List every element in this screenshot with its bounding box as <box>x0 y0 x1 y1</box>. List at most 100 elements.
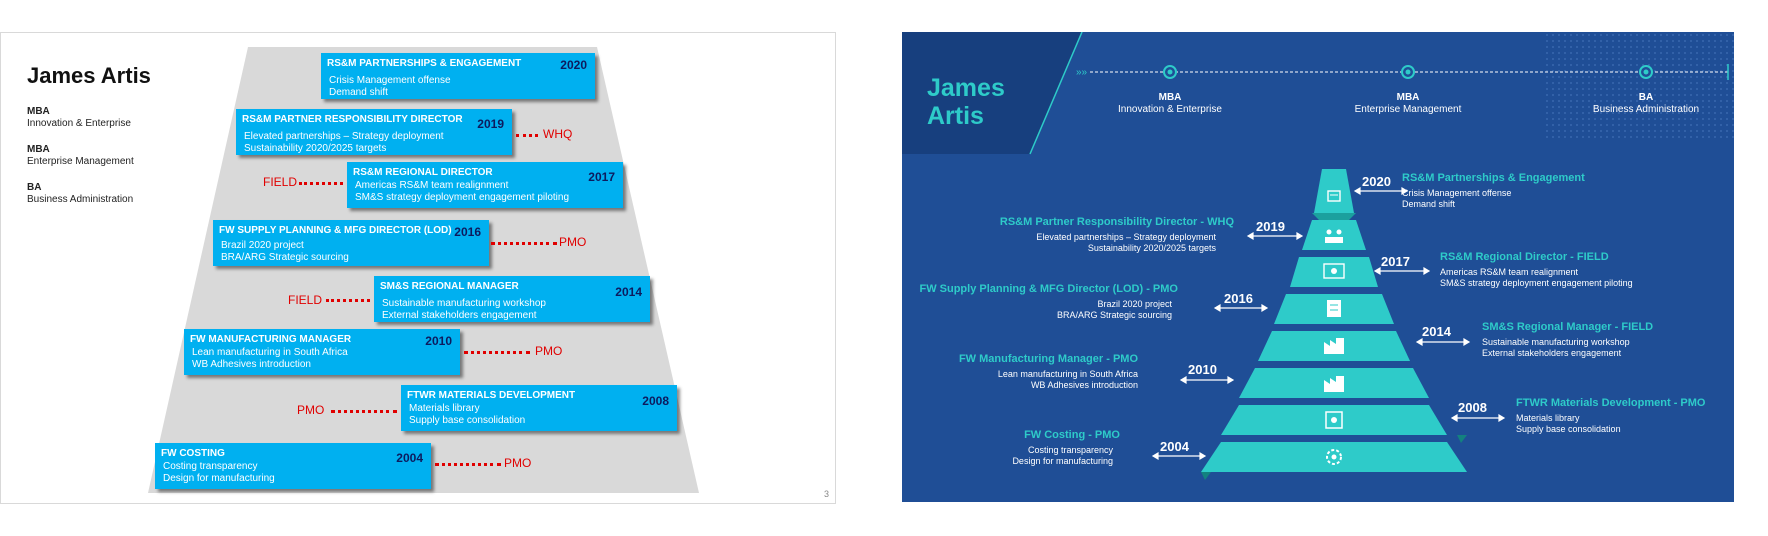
timeline-node <box>1639 65 1653 79</box>
location-tag: WHQ <box>543 127 573 141</box>
dotted-connector <box>491 242 557 245</box>
role-title: FW SUPPLY PLANNING & MFG DIRECTOR (LOD) <box>219 225 452 236</box>
detail-line: SM&S strategy deployment engagement pilo… <box>355 192 570 203</box>
role-box-2004: FW COSTING 2004 Costing transparency Des… <box>155 443 431 489</box>
detail-line: Sustainable manufacturing workshop <box>382 298 546 309</box>
role-year: 2020 <box>560 58 587 72</box>
role-details: Lean manufacturing in South Africa WB Ad… <box>192 347 348 371</box>
detail-line: Design for manufacturing <box>1012 456 1113 466</box>
dotted-connector <box>435 463 501 466</box>
role-title: SM&S Regional Manager - FIELD <box>1482 321 1654 333</box>
role-title: FTWR Materials Development - PMO <box>1516 397 1706 409</box>
role-title: FW MANUFACTURING MANAGER <box>190 334 352 345</box>
detail-line: WB Adhesives introduction <box>1030 380 1138 390</box>
role-details: Brazil 2020 project BRA/ARG Strategic so… <box>221 240 349 264</box>
detail-line: External stakeholders engagement <box>382 310 537 321</box>
detail-line: Brazil 2020 project <box>1097 299 1172 309</box>
role-title: FW Costing - PMO <box>1024 429 1120 441</box>
degree-title: BA <box>27 182 42 193</box>
dotted-connector <box>464 351 530 354</box>
role-title: FTWR MATERIALS DEVELOPMENT <box>407 390 576 401</box>
factory-icon <box>1324 338 1344 354</box>
person-name: James Artis <box>927 74 1005 130</box>
role-details: Crisis Management offense Demand shift <box>329 75 451 99</box>
degree-title: MBA <box>1396 92 1420 103</box>
left-slide: James Artis MBA Innovation & Enterprise … <box>0 32 836 504</box>
location-tag: PMO <box>297 403 325 417</box>
role-details: Americas RS&M team realignment SM&S stra… <box>355 180 569 204</box>
degree-1: MBA Innovation & Enterprise <box>27 106 131 130</box>
team-icon <box>1323 263 1345 279</box>
grey-trapezoid-background <box>148 47 699 493</box>
location-tag: FIELD <box>263 175 298 189</box>
detail-line: BRA/ARG Strategic sourcing <box>221 252 349 263</box>
role-box-2019: RS&M PARTNER RESPONSIBILITY DIRECTOR 201… <box>236 109 512 155</box>
degree-title: BA <box>1638 92 1654 103</box>
degree-title: MBA <box>27 144 50 155</box>
timeline-node <box>1401 65 1415 79</box>
factory-icon <box>1324 376 1344 392</box>
detail-line: Sustainable manufacturing workshop <box>1482 337 1630 347</box>
role-box-2008: FTWR MATERIALS DEVELOPMENT 2008 Material… <box>401 385 677 431</box>
right-slide: »» <box>902 32 1734 502</box>
detail-line: Elevated partnerships – Strategy deploym… <box>1036 232 1216 242</box>
role-box-2014: SM&S REGIONAL MANAGER 2014 Sustainable m… <box>374 276 650 322</box>
detail-line: BRA/ARG Strategic sourcing <box>1056 310 1172 320</box>
role-details: Lean manufacturing in South Africa WB Ad… <box>998 369 1138 391</box>
detail-line: Supply base consolidation <box>409 415 526 426</box>
detail-line: Costing transparency <box>1027 445 1113 455</box>
detail-line: SM&S strategy deployment engagement pilo… <box>1440 278 1633 288</box>
role-details: Sustainable manufacturing workshop Exter… <box>1482 337 1630 359</box>
slide-graphics: »» <box>902 32 1734 480</box>
role-year: 2014 <box>1422 324 1451 339</box>
role-year: 2010 <box>1188 362 1217 377</box>
detail-line: Materials library <box>1516 413 1580 423</box>
person-name: James Artis <box>27 63 151 88</box>
degree-3: BA Business Administration <box>27 182 133 206</box>
role-year: 2017 <box>588 170 615 184</box>
detail-line: Costing transparency <box>163 461 258 472</box>
dotted-connector <box>299 182 343 185</box>
role-title: RS&M Regional Director - FIELD <box>1440 251 1609 263</box>
degree-detail: Innovation & Enterprise <box>27 118 131 129</box>
role-year: 2008 <box>1458 400 1487 415</box>
timeline-node <box>1163 65 1177 79</box>
role-details: Crisis Management offense Demand shift <box>1402 188 1511 210</box>
dotted-connector <box>331 410 397 413</box>
role-year: 2016 <box>1224 291 1253 306</box>
role-details: Elevated partnerships – Strategy deploym… <box>1036 232 1216 254</box>
detail-line: Supply base consolidation <box>1516 424 1621 434</box>
role-title: RS&M PARTNERSHIPS & ENGAGEMENT <box>327 58 522 69</box>
role-year: 2016 <box>454 225 481 239</box>
people-icon <box>1325 229 1343 243</box>
location-tag: PMO <box>535 344 563 358</box>
detail-line: Sustainability 2020/2025 targets <box>1087 243 1216 253</box>
detail-line: Brazil 2020 project <box>221 240 304 251</box>
detail-line: Elevated partnerships – Strategy deploym… <box>244 131 444 142</box>
role-title: RS&M Partner Responsibility Director - W… <box>999 216 1234 228</box>
handshake-icon <box>1327 190 1341 202</box>
role-year: 2019 <box>477 117 504 131</box>
detail-line: Lean manufacturing in South Africa <box>192 347 348 358</box>
role-details: Americas RS&M team realignment SM&S stra… <box>1440 267 1633 289</box>
detail-line: Demand shift <box>329 87 388 98</box>
role-box-2016: FW SUPPLY PLANNING & MFG DIRECTOR (LOD) … <box>213 220 489 266</box>
role-details: Costing transparency Design for manufact… <box>1012 445 1113 467</box>
role-title: RS&M PARTNER RESPONSIBILITY DIRECTOR <box>242 114 463 125</box>
detail-line: Materials library <box>409 403 480 414</box>
detail-line: Crisis Management offense <box>1402 188 1512 198</box>
role-details: Elevated partnerships – Strategy deploym… <box>244 131 444 155</box>
detail-line: Demand shift <box>1402 199 1456 209</box>
location-tag: PMO <box>504 456 532 470</box>
settings-icon <box>1326 449 1342 465</box>
role-year: 2017 <box>1381 254 1410 269</box>
role-details: Costing transparency Design for manufact… <box>163 461 275 485</box>
role-year: 2004 <box>1160 439 1189 454</box>
year-arrows <box>1151 186 1506 461</box>
detail-line: External stakeholders engagement <box>1482 348 1622 358</box>
role-title: FW Manufacturing Manager - PMO <box>958 353 1138 365</box>
degree-detail: Business Administration <box>27 194 134 205</box>
role-details: Brazil 2020 project BRA/ARG Strategic so… <box>1057 299 1172 321</box>
degree-detail: Business Administration <box>1592 104 1700 115</box>
degree-detail: Enterprise Management <box>27 156 134 167</box>
